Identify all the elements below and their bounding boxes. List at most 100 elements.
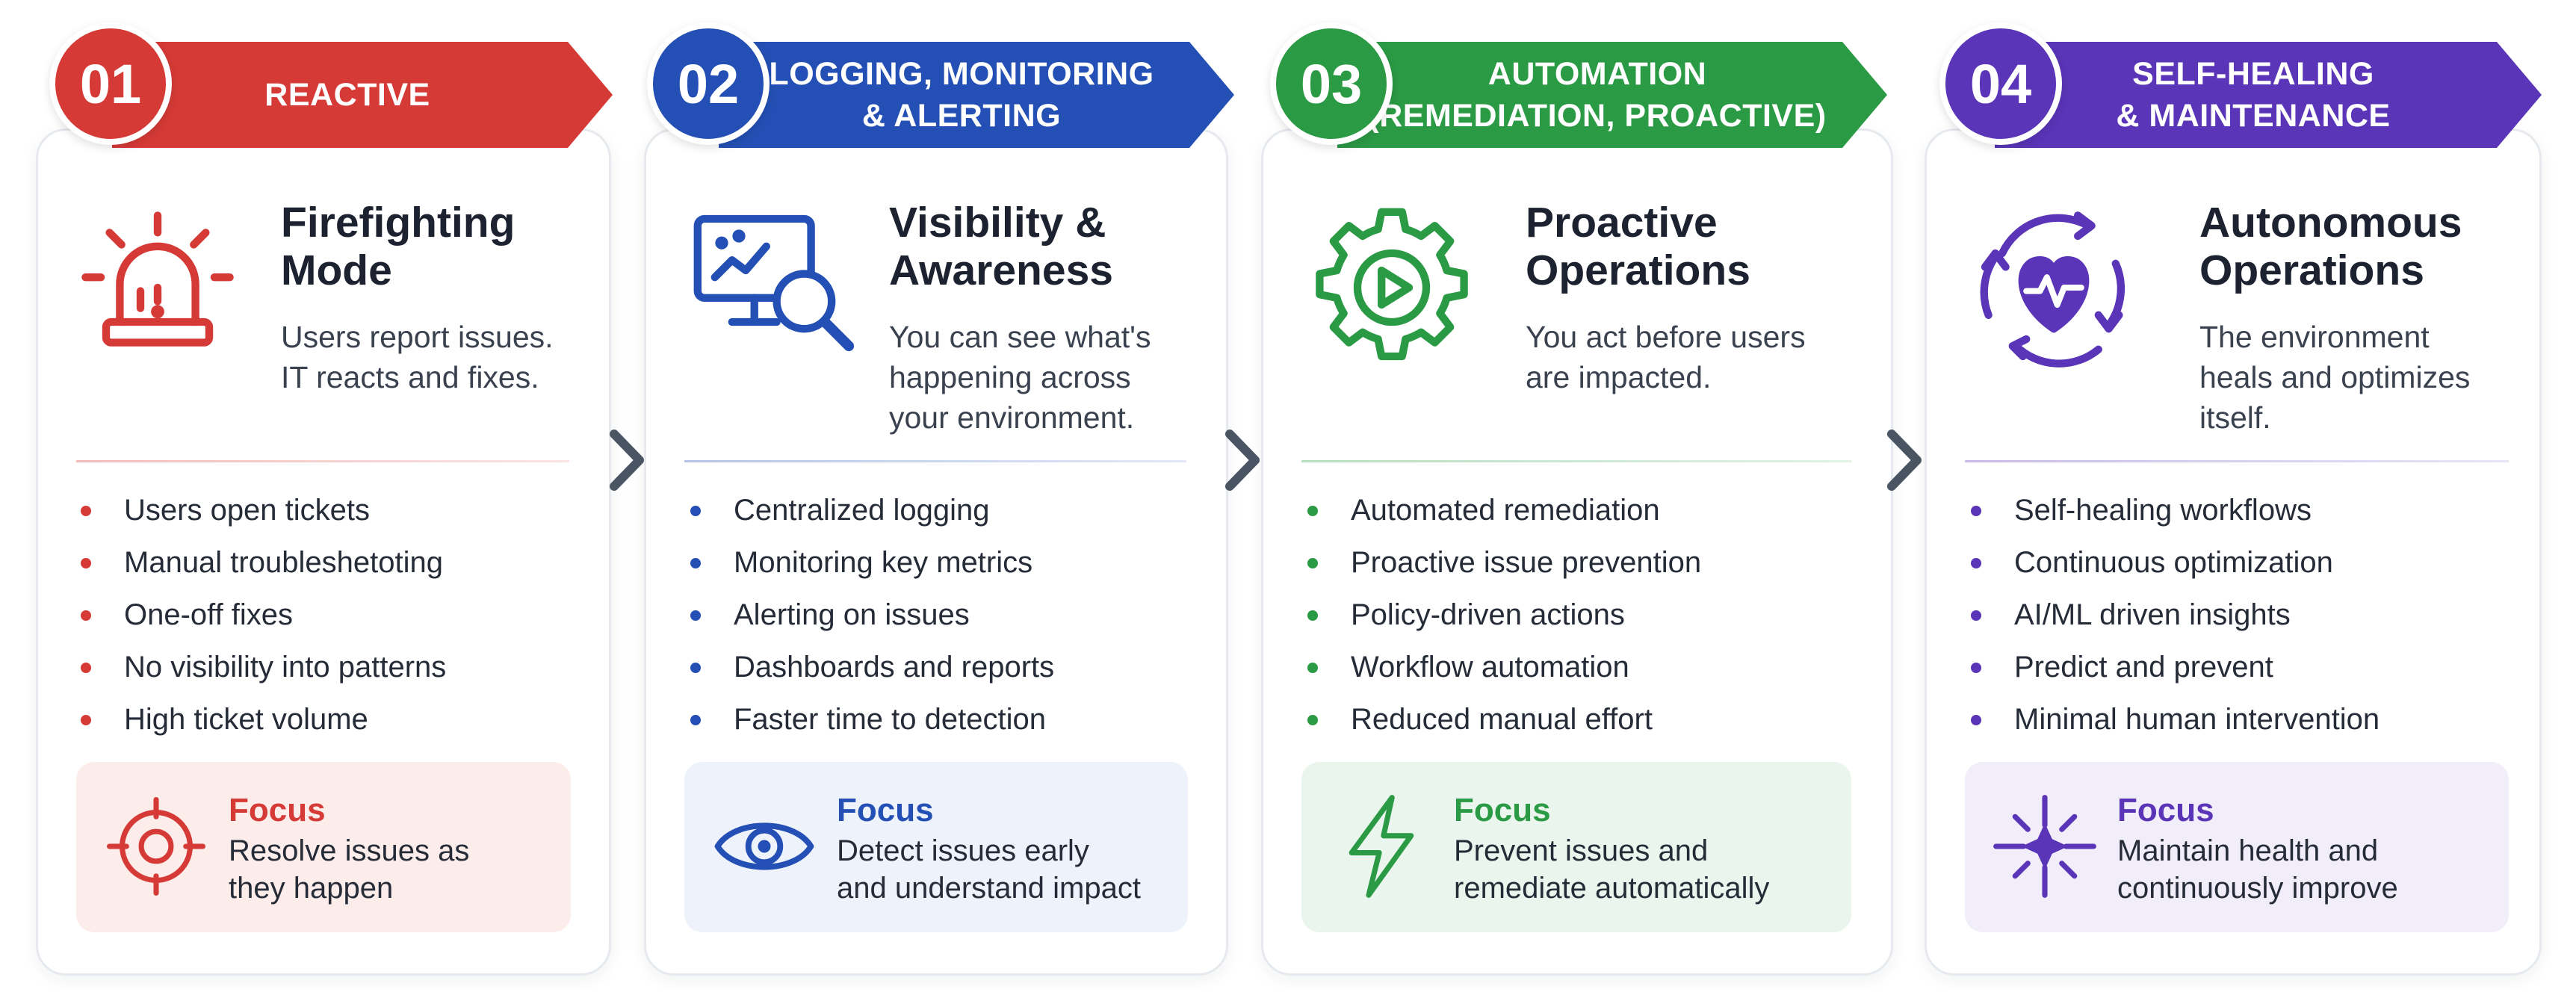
stage-banner-01: REACTIVE [112,42,613,148]
stage-bullet-item: Proactive issue prevention [1307,536,1701,589]
stage-bullet-text: Proactive issue prevention [1351,546,1702,579]
alarm-siren-icon [72,202,244,374]
stage-banner-line: & MAINTENANCE [2116,98,2391,134]
stage-bullet-item: Automated remediation [1307,484,1701,536]
stage-bullet-item: Faster time to detection [690,693,1054,746]
stage-bullet-item: AI/ML driven insights [1971,589,2380,641]
stage-bullet-text: Reduced manual effort [1351,703,1653,736]
stage-divider [76,460,569,462]
bullet-dot-icon [1971,558,1981,568]
stage-bullet-text: AI/ML driven insights [2014,598,2291,631]
stage-bullet-text: Policy-driven actions [1351,598,1625,631]
stage-description-line: are impacted. [1526,360,1712,394]
bullet-dot-icon [1307,715,1318,725]
stage-banner-line: SELF-HEALING [2132,56,2374,92]
stage-bullet-text: Users open tickets [124,494,371,527]
stage-focus-label: Focus [229,792,326,828]
stage-bullet-text: Workflow automation [1351,651,1629,684]
stage-banner-line: REACTIVE [264,77,430,113]
stage-title-line: Firefighting [281,199,515,247]
stage-focus-label: Focus [1454,792,1551,828]
stage-description-line: itself. [2199,400,2271,435]
stage-bullet-item: Predict and prevent [1971,641,2380,693]
stage-bullet-item: Continuous optimization [1971,536,2380,589]
stage-bullet-text: One-off fixes [124,598,294,631]
bullet-dot-icon [690,558,701,568]
stage-banner-line: LOGGING, MONITORING [769,56,1154,92]
stage-title: Visibility &Awareness [889,199,1113,294]
stage-divider [684,460,1186,462]
bullet-dot-icon [81,715,91,725]
stage-bullet-text: No visibility into patterns [124,651,447,684]
stage-bullet-item: Users open tickets [81,484,446,536]
stage-description-line: You act before users [1526,320,1806,354]
stage-number-badge: 02 [647,22,770,145]
bullet-dot-icon [81,506,91,516]
chevron-right-icon [1884,428,1926,492]
stage-banner-line: AUTOMATION [1487,56,1707,92]
stage-divider [1965,460,2509,462]
bullet-dot-icon [1307,663,1318,673]
stage-bullet-item: Alerting on issues [690,589,1054,641]
stage-bullet-item: Policy-driven actions [1307,589,1701,641]
stage-bullet-text: Alerting on issues [734,598,970,631]
bullet-dot-icon [1971,506,1981,516]
stage-description-line: happening across [889,360,1131,394]
stage-description-line: The environment [2199,320,2430,354]
stage-description: You act before users are impacted. [1526,317,1839,397]
bullet-dot-icon [1307,610,1318,621]
stage-focus-text-line: remediate automatically [1454,872,1770,905]
stage-bullet-text: Continuous optimization [2014,546,2333,579]
stage-focus-text-line: Detect issues early [837,834,1089,867]
stage-description-line: your environment. [889,400,1135,435]
stage-bullet-item: Centralized logging [690,484,1054,536]
stage-bullet-item: Self-healing workflows [1971,484,2380,536]
target-icon [103,793,209,899]
stage-focus-text-line: Prevent issues and [1454,834,1709,867]
stage-focus-text: Detect issues early and understand impact [837,832,1210,907]
stage-title-line: Proactive [1526,199,1718,247]
bullet-dot-icon [690,663,701,673]
monitor-magnifier-icon [687,202,859,374]
stage-bullet-item: Workflow automation [1307,641,1701,693]
stage-bullet-item: Minimal human intervention [1971,693,2380,746]
stage-focus-label: Focus [837,792,934,828]
stage-bullet-item: No visibility into patterns [81,641,446,693]
stage-description-line: IT reacts and fixes. [281,360,539,394]
stage-focus-text-line: and understand impact [837,872,1141,905]
bullet-dot-icon [1971,610,1981,621]
stage-focus-text-line: continuously improve [2117,872,2398,905]
bullet-dot-icon [690,715,701,725]
chevron-right-icon [607,428,648,492]
stage-number-badge: 04 [1939,22,2062,145]
heart-cycle-icon [1968,202,2140,374]
sparkle-burst-icon [1992,793,2098,899]
bullet-dot-icon [81,558,91,568]
gear-play-icon [1306,202,1478,374]
stage-bullet-item: Reduced manual effort [1307,693,1701,746]
stage-title-line: Mode [281,247,392,294]
bullet-dot-icon [1307,558,1318,568]
stage-bullet-text: Predict and prevent [2014,651,2273,684]
stage-bullet-text: Self-healing workflows [2014,494,2312,527]
stage-bullet-text: Monitoring key metrics [734,546,1033,579]
stage-focus-text: Prevent issues and remediate automaticall… [1454,832,1827,907]
bullet-dot-icon [81,663,91,673]
chevron-right-icon [1222,428,1264,492]
bullet-dot-icon [690,610,701,621]
stage-bullet-text: Dashboards and reports [734,651,1055,684]
stage-bullet-item: High ticket volume [81,693,446,746]
stage-bullet-text: High ticket volume [124,703,368,736]
stage-bullet-text: Faster time to detection [734,703,1046,736]
